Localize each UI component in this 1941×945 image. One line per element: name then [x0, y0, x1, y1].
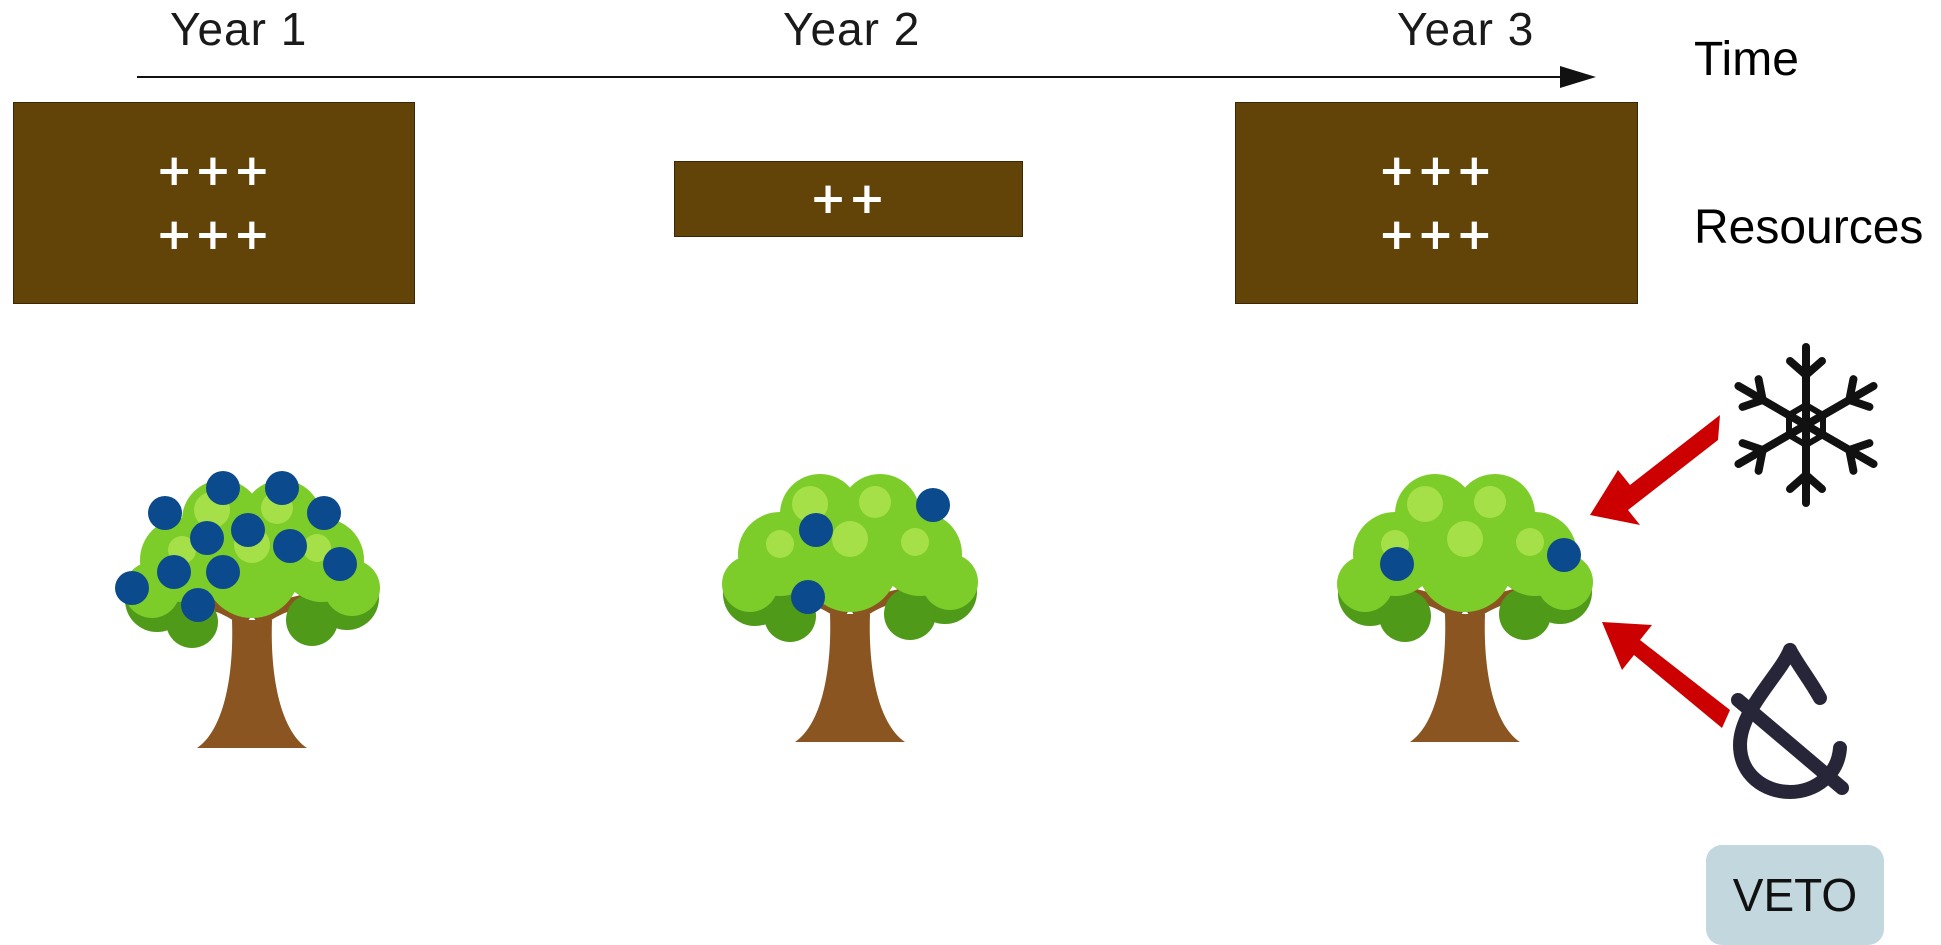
- fruit: [1380, 547, 1414, 581]
- stress-arrow-drought: [1602, 622, 1730, 728]
- fruit: [1547, 538, 1581, 572]
- fruit: [273, 529, 307, 563]
- fruit: [799, 513, 833, 547]
- fruit: [307, 496, 341, 530]
- fruit: [323, 547, 357, 581]
- snowflake-icon: [1730, 347, 1881, 503]
- no-water-drop-icon: [1738, 650, 1842, 792]
- fruit: [916, 488, 950, 522]
- tree-year-3: [1337, 474, 1593, 742]
- fruit: [190, 521, 224, 555]
- fruit: [791, 580, 825, 614]
- fruit: [181, 588, 215, 622]
- fruit: [265, 471, 299, 505]
- fruit: [206, 555, 240, 589]
- fruit: [148, 496, 182, 530]
- fruit: [231, 513, 265, 547]
- fruit: [157, 555, 191, 589]
- veto-badge: VETO: [1706, 845, 1884, 945]
- fruit: [206, 471, 240, 505]
- stress-arrow-cold: [1590, 415, 1720, 525]
- fruit: [115, 571, 149, 605]
- timeline-arrowhead: [1560, 66, 1596, 88]
